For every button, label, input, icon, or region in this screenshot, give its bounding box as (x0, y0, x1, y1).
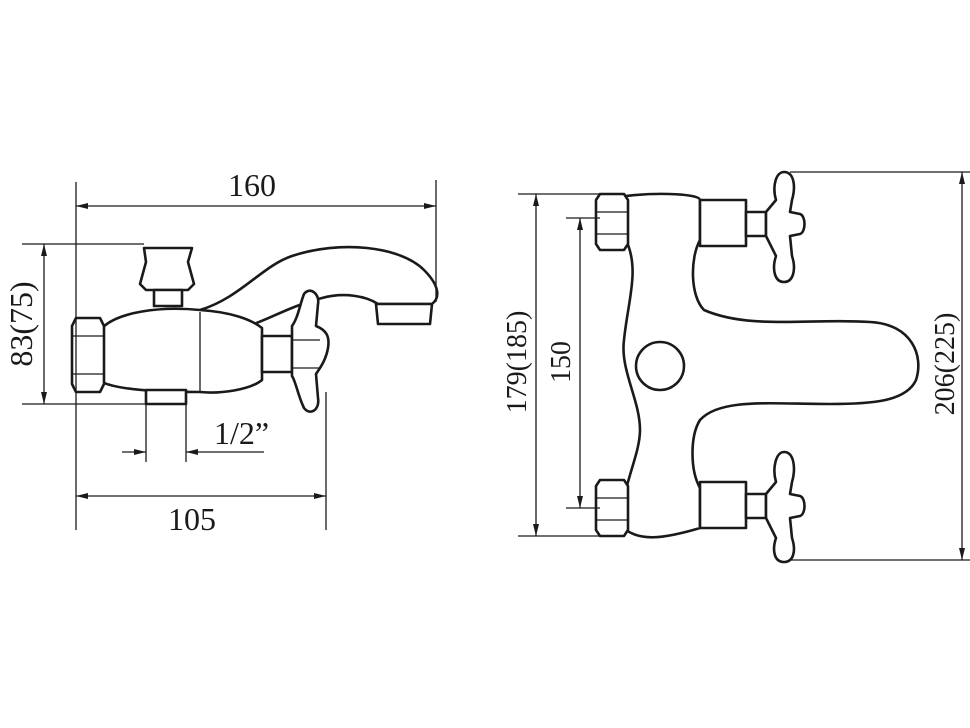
dim-label-depth: 105 (168, 501, 216, 537)
front-center-cap (634, 340, 686, 392)
left-nut (70, 316, 106, 394)
top-nut (594, 192, 630, 252)
right-valve-stem (260, 334, 294, 374)
spout-outlet (374, 302, 434, 326)
front-body (621, 192, 920, 539)
bottom-valve-stem (744, 492, 768, 520)
ext-lines-front (518, 171, 970, 561)
diverter-stem (152, 288, 184, 308)
top-cross-handle (764, 170, 806, 284)
dim-label-overall-width: 160 (228, 167, 276, 203)
dim-label-inlet-thread: 1/2” (214, 415, 269, 451)
bottom-valve-body (698, 480, 748, 530)
dim-label-total-height: 206(225) (930, 313, 961, 416)
mixer-body (100, 307, 264, 394)
diverter-knob (138, 246, 196, 292)
top-valve-stem (744, 210, 768, 238)
inlet-pipe (144, 388, 188, 406)
top-valve-body (698, 198, 748, 248)
dim-label-overall-height: 179(185) (502, 311, 533, 414)
bottom-nut (594, 478, 630, 538)
cross-handle (290, 289, 330, 413)
bottom-cross-handle (764, 450, 806, 564)
front-view: 179(185) 150 206(225) (502, 170, 970, 564)
dim-label-center-distance: 150 (546, 341, 577, 383)
side-view: 160 83(75) 1/2” 105 (3, 167, 439, 537)
dim-label-height: 83(75) (3, 281, 39, 366)
ext-lines-side (22, 180, 437, 530)
